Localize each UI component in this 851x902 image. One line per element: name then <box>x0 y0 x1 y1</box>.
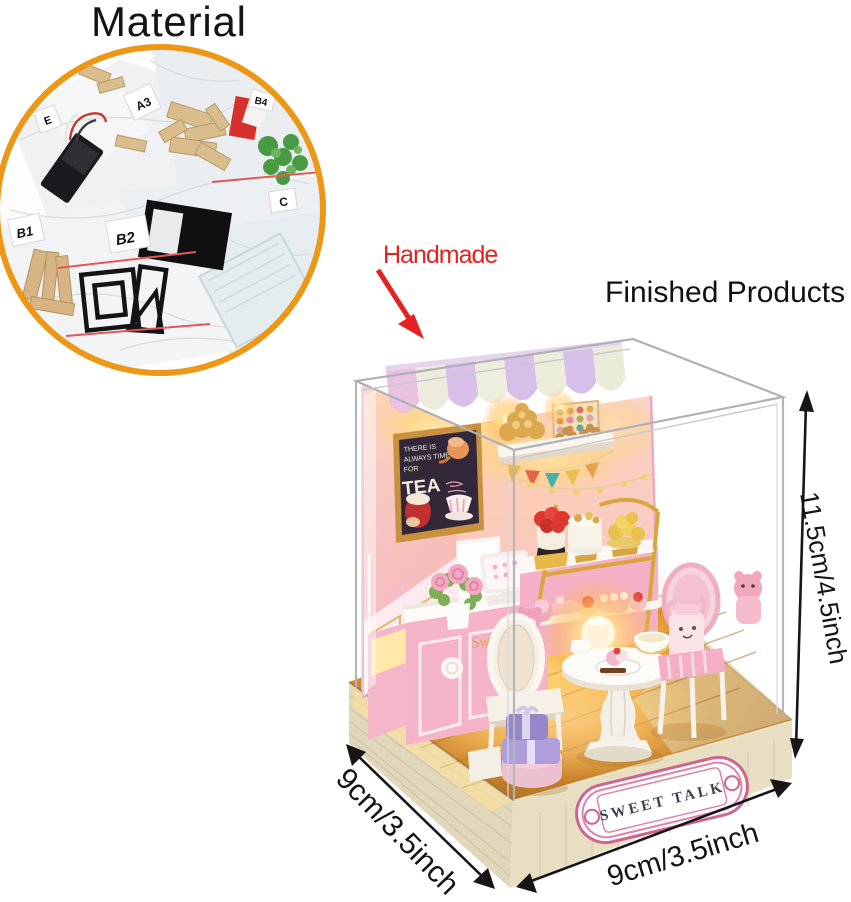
svg-text:B2: B2 <box>115 229 137 249</box>
svg-text:ALWAYS TIME: ALWAYS TIME <box>403 452 450 464</box>
svg-text:A3: A3 <box>134 94 154 113</box>
svg-text:B1: B1 <box>15 223 34 241</box>
svg-text:Finished Products: Finished Products <box>605 276 845 309</box>
svg-text:FOR: FOR <box>403 465 418 474</box>
svg-text:11.5cm/4.5inch: 11.5cm/4.5inch <box>794 489 851 666</box>
svg-text:THERE IS: THERE IS <box>403 444 436 454</box>
svg-text:E: E <box>43 114 54 128</box>
svg-text:Handmade: Handmade <box>383 241 497 269</box>
svg-text:Material: Material <box>91 0 247 45</box>
svg-text:B4: B4 <box>253 96 268 110</box>
svg-text:C: C <box>278 194 289 209</box>
